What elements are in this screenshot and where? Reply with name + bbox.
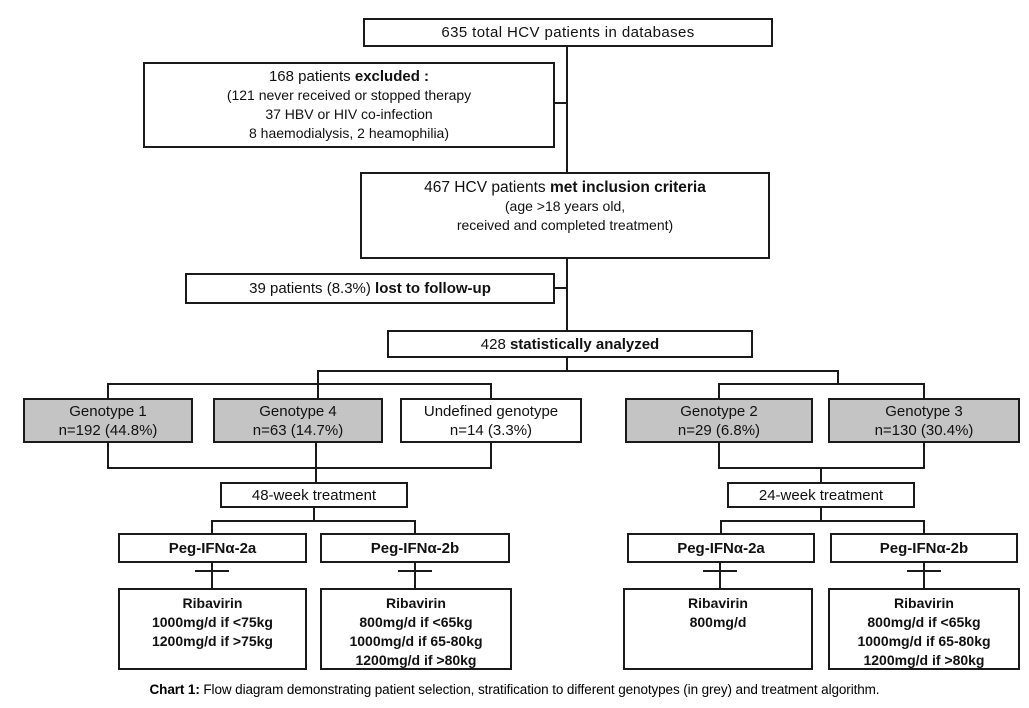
figure-caption: Chart 1: Flow diagram demonstrating pati…: [0, 682, 1029, 697]
peg-ifn-label: Peg-IFNα-2a: [677, 539, 765, 557]
analyzed-box: 428 statistically analyzed: [387, 330, 753, 358]
genotype-count: n=130 (30.4%): [874, 421, 974, 439]
lost-followup-text: 39 patients (8.3%) lost to follow-up: [249, 280, 491, 297]
excluded-detail: 8 haemodialysis, 2 heamophilia): [249, 125, 449, 141]
treatment-label: 24-week treatment: [758, 486, 884, 504]
peg-ifn-label: Peg-IFNα-2b: [879, 539, 969, 557]
genotype-count: n=29 (6.8%): [677, 421, 761, 439]
genotype-1-box: Genotype 1 n=192 (44.8%): [23, 398, 193, 443]
genotype-name: Undefined genotype: [423, 402, 559, 420]
peg-ifn-2a-right-box: Peg-IFNα-2a: [627, 533, 815, 563]
peg-ifn-label: Peg-IFNα-2a: [168, 539, 257, 557]
genotype-2-box: Genotype 2 n=29 (6.8%): [625, 398, 813, 443]
excluded-detail: (121 never received or stopped therapy: [226, 87, 472, 103]
excluded-box: 168 patients excluded : (121 never recei…: [143, 62, 555, 148]
undefined-genotype-box: Undefined genotype n=14 (3.3%): [400, 398, 582, 443]
total-patients-box: 635 total HCV patients in databases: [363, 18, 773, 47]
caption-label: Chart 1:: [149, 682, 200, 697]
analyzed-text: 428 statistically analyzed: [480, 335, 660, 353]
ribavirin-title: Ribavirin: [182, 595, 243, 611]
peg-ifn-2a-left-box: Peg-IFNα-2a: [118, 533, 307, 563]
ribavirin-dose: 1200mg/d if >75kg: [151, 633, 273, 649]
treatment-48week-box: 48-week treatment: [220, 482, 408, 508]
genotype-name: Genotype 4: [259, 402, 337, 420]
treatment-label: 48-week treatment: [251, 486, 377, 504]
genotype-name: Genotype 2: [680, 402, 758, 420]
ribavirin-dose: 1000mg/d if <75kg: [151, 614, 273, 630]
genotype-name: Genotype 3: [885, 402, 963, 420]
excluded-headline: 168 patients excluded :: [268, 68, 430, 85]
caption-text: Flow diagram demonstrating patient selec…: [199, 682, 880, 697]
genotype-count: n=14 (3.3%): [449, 421, 533, 439]
peg-ifn-label: Peg-IFNα-2b: [370, 539, 460, 557]
ribavirin-dose: 1000mg/d if 65-80kg: [349, 633, 483, 649]
genotype-name: Genotype 1: [69, 402, 147, 420]
ribavirin-title: Ribavirin: [688, 595, 748, 611]
ribavirin-dose: 1200mg/d if >80kg: [355, 652, 477, 668]
total-patients-text: 635 total HCV patients in databases: [441, 24, 695, 41]
ribavirin-box-2: Ribavirin 800mg/d if <65kg 1000mg/d if 6…: [320, 588, 512, 670]
genotype-3-box: Genotype 3 n=130 (30.4%): [828, 398, 1020, 443]
genotype-4-box: Genotype 4 n=63 (14.7%): [213, 398, 383, 443]
lost-followup-box: 39 patients (8.3%) lost to follow-up: [185, 273, 555, 304]
peg-ifn-2b-left-box: Peg-IFNα-2b: [320, 533, 510, 563]
ribavirin-title: Ribavirin: [894, 595, 954, 611]
ribavirin-dose: 800mg/d if <65kg: [359, 614, 473, 630]
inclusion-detail: (age >18 years old,: [504, 198, 626, 214]
ribavirin-box-1: Ribavirin 1000mg/d if <75kg 1200mg/d if …: [118, 588, 307, 670]
excluded-detail: 37 HBV or HIV co-infection: [265, 106, 433, 122]
inclusion-detail: received and completed treatment): [456, 217, 674, 233]
ribavirin-title: Ribavirin: [386, 595, 446, 611]
ribavirin-dose: 1000mg/d if 65-80kg: [857, 633, 991, 649]
genotype-count: n=192 (44.8%): [58, 421, 158, 439]
ribavirin-dose: 1200mg/d if >80kg: [863, 652, 985, 668]
inclusion-criteria-box: 467 HCV patients met inclusion criteria …: [360, 172, 770, 259]
ribavirin-box-4: Ribavirin 800mg/d if <65kg 1000mg/d if 6…: [828, 588, 1020, 670]
peg-ifn-2b-right-box: Peg-IFNα-2b: [830, 533, 1018, 563]
ribavirin-box-3: Ribavirin 800mg/d: [623, 588, 813, 670]
inclusion-headline: 467 HCV patients met inclusion criteria: [424, 179, 706, 196]
ribavirin-dose: 800mg/d if <65kg: [867, 614, 981, 630]
treatment-24week-box: 24-week treatment: [727, 482, 915, 508]
genotype-count: n=63 (14.7%): [252, 421, 344, 439]
ribavirin-dose: 800mg/d: [689, 614, 747, 630]
